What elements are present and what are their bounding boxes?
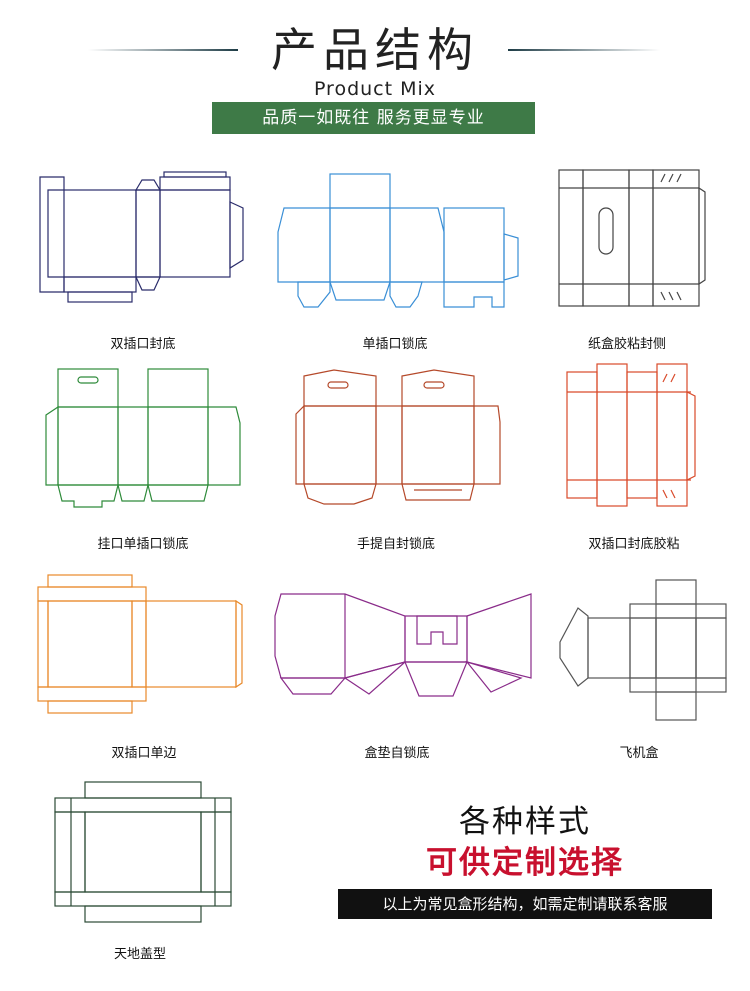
item-label: 天地盖型 — [113, 947, 166, 962]
box-diagram-double-tuck-glued — [566, 363, 696, 507]
item-label: 飞机盒 — [619, 746, 659, 761]
box-diagram-glued-side — [558, 169, 706, 307]
contact-note: 以上为常见盒形结构，如需定制请联系客服 — [338, 889, 712, 919]
cta-highlight: 可供定制选择 — [426, 845, 624, 881]
page-subtitle: Product Mix — [313, 78, 437, 100]
title-divider-left — [88, 49, 238, 51]
box-diagram-single-tuck-lock — [277, 173, 519, 308]
box-diagram-mailer — [559, 579, 727, 721]
item-label: 双插口封底胶粘 — [588, 537, 680, 552]
cta-headline: 各种样式 — [459, 804, 591, 840]
box-diagram-double-tuck-single-side — [37, 574, 243, 714]
item-label: 双插口封底 — [110, 337, 176, 352]
box-diagram-hanging-tuck-lock — [45, 368, 241, 508]
item-label: 盒垫自锁底 — [364, 746, 430, 761]
item-label: 纸盒胶粘封侧 — [587, 337, 666, 352]
item-label: 单插口锁底 — [362, 337, 428, 352]
box-diagram-handle-auto-lock — [295, 369, 501, 505]
box-diagram-lid-base — [54, 781, 232, 923]
box-diagram-double-tuck — [39, 171, 244, 303]
page-title: 产品结构 — [271, 23, 479, 77]
item-label: 双插口单边 — [111, 746, 177, 761]
box-diagram-auto-lock-pad — [274, 593, 532, 697]
slogan-banner: 品质一如既往 服务更显专业 — [212, 102, 535, 134]
item-label: 手提自封锁底 — [356, 537, 435, 552]
title-divider-right — [508, 49, 660, 51]
item-label: 挂口单插口锁底 — [97, 537, 189, 552]
